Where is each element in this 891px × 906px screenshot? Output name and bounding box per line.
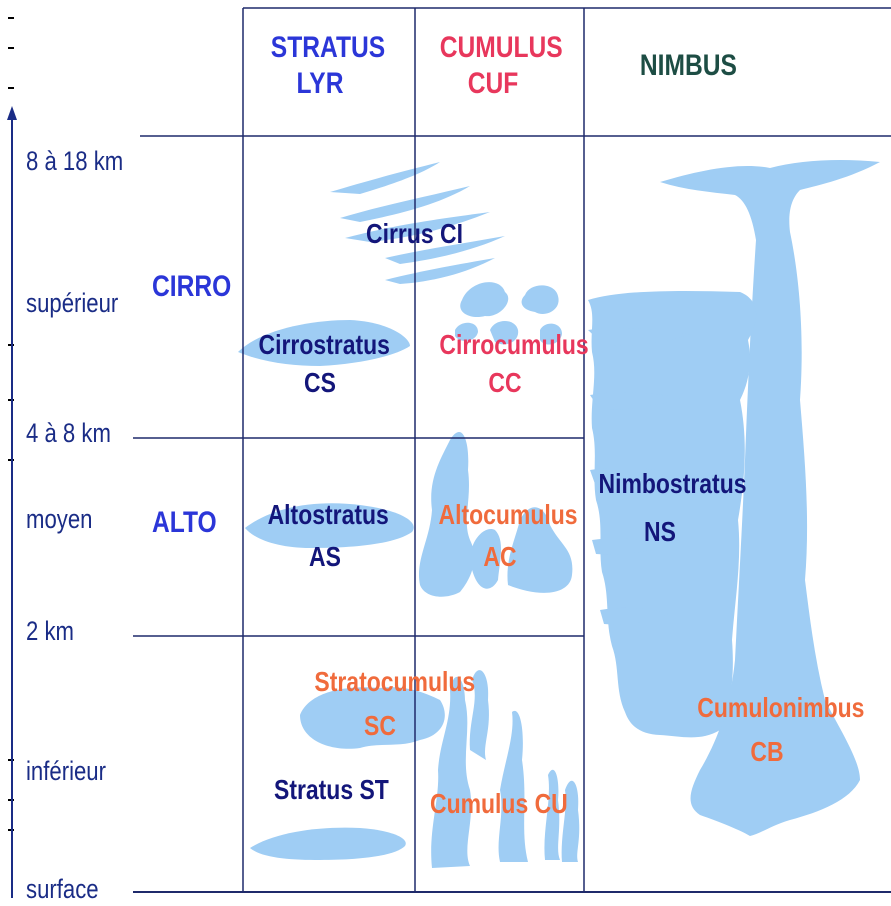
cumulonimbus-code: CB — [750, 736, 784, 767]
nimbostratus-label: Nimbostratus NS — [598, 460, 747, 556]
cumulonimbus-name: Cumulonimbus — [697, 692, 865, 723]
nimbostratus-code: NS — [644, 516, 676, 547]
nimbus-header: NIMBUS — [639, 49, 737, 82]
cirro-prefix: CIRRO — [152, 270, 232, 303]
cirrostratus-code: CS — [304, 367, 336, 398]
altocumulus-name: Altocumulus — [438, 499, 578, 530]
stratus-header: STRATUS LYR — [270, 30, 386, 102]
altostratus-name: Altostratus — [267, 499, 389, 530]
cirrocumulus-name: Cirrocumulus — [439, 329, 589, 360]
altitude-mid-range: 4 à 8 km — [26, 418, 111, 448]
cirrostratus-cloud-shape — [238, 320, 410, 366]
altitude-arrow — [7, 106, 17, 898]
altitude-low-range: 2 km — [26, 616, 74, 646]
altitude-ground-label: surface — [26, 874, 99, 904]
cirrocumulus-label: Cirrocumulus CC — [439, 326, 589, 402]
stratocumulus-label: Stratocumulus SC — [314, 660, 476, 748]
cumulus-label: Cumulus CU — [430, 788, 568, 819]
cirrus-label: Cirrus CI — [366, 218, 463, 249]
cumulonimbus-cloud-shape — [660, 160, 880, 836]
grid-lines — [133, 7, 891, 893]
cirrocumulus-cloud-shape — [455, 282, 562, 345]
cumulus-header: CUMULUS CUF — [439, 30, 563, 102]
cumulus-header-line1: CUMULUS — [439, 31, 563, 64]
altitude-mid-label: moyen — [26, 504, 93, 534]
altostratus-code: AS — [309, 541, 341, 572]
cirrocumulus-code: CC — [488, 367, 522, 398]
cumulus-cloud-shape — [431, 670, 580, 868]
stratus-label: Stratus ST — [274, 774, 389, 805]
stratocumulus-name: Stratocumulus — [314, 666, 476, 697]
alto-prefix: ALTO — [152, 506, 217, 539]
cumulus-header-line2: CUF — [467, 67, 519, 100]
stratocumulus-cloud-shape — [300, 687, 445, 749]
stratus-cloud-shape — [250, 827, 406, 860]
altocumulus-cloud-shape — [418, 431, 573, 597]
altitude-low-label: inférieur — [26, 756, 106, 786]
altitude-high-label: supérieur — [26, 288, 119, 318]
nimbostratus-name: Nimbostratus — [598, 468, 747, 499]
cirrostratus-name: Cirrostratus — [258, 329, 390, 360]
altostratus-cloud-shape — [245, 503, 414, 548]
altocumulus-label: Altocumulus AC — [438, 494, 578, 578]
stratus-header-line2: LYR — [296, 67, 344, 100]
altocumulus-code: AC — [483, 541, 517, 572]
altostratus-label: Altostratus AS — [267, 494, 389, 578]
stratus-header-line1: STRATUS — [270, 31, 386, 64]
cirrostratus-label: Cirrostratus CS — [258, 326, 390, 402]
cumulonimbus-label: Cumulonimbus CB — [697, 686, 865, 774]
cloud-shapes — [238, 160, 880, 868]
stratocumulus-code: SC — [364, 710, 396, 741]
nimbostratus-cloud-shape — [588, 290, 757, 738]
altitude-high-range: 8 à 18 km — [26, 146, 124, 176]
